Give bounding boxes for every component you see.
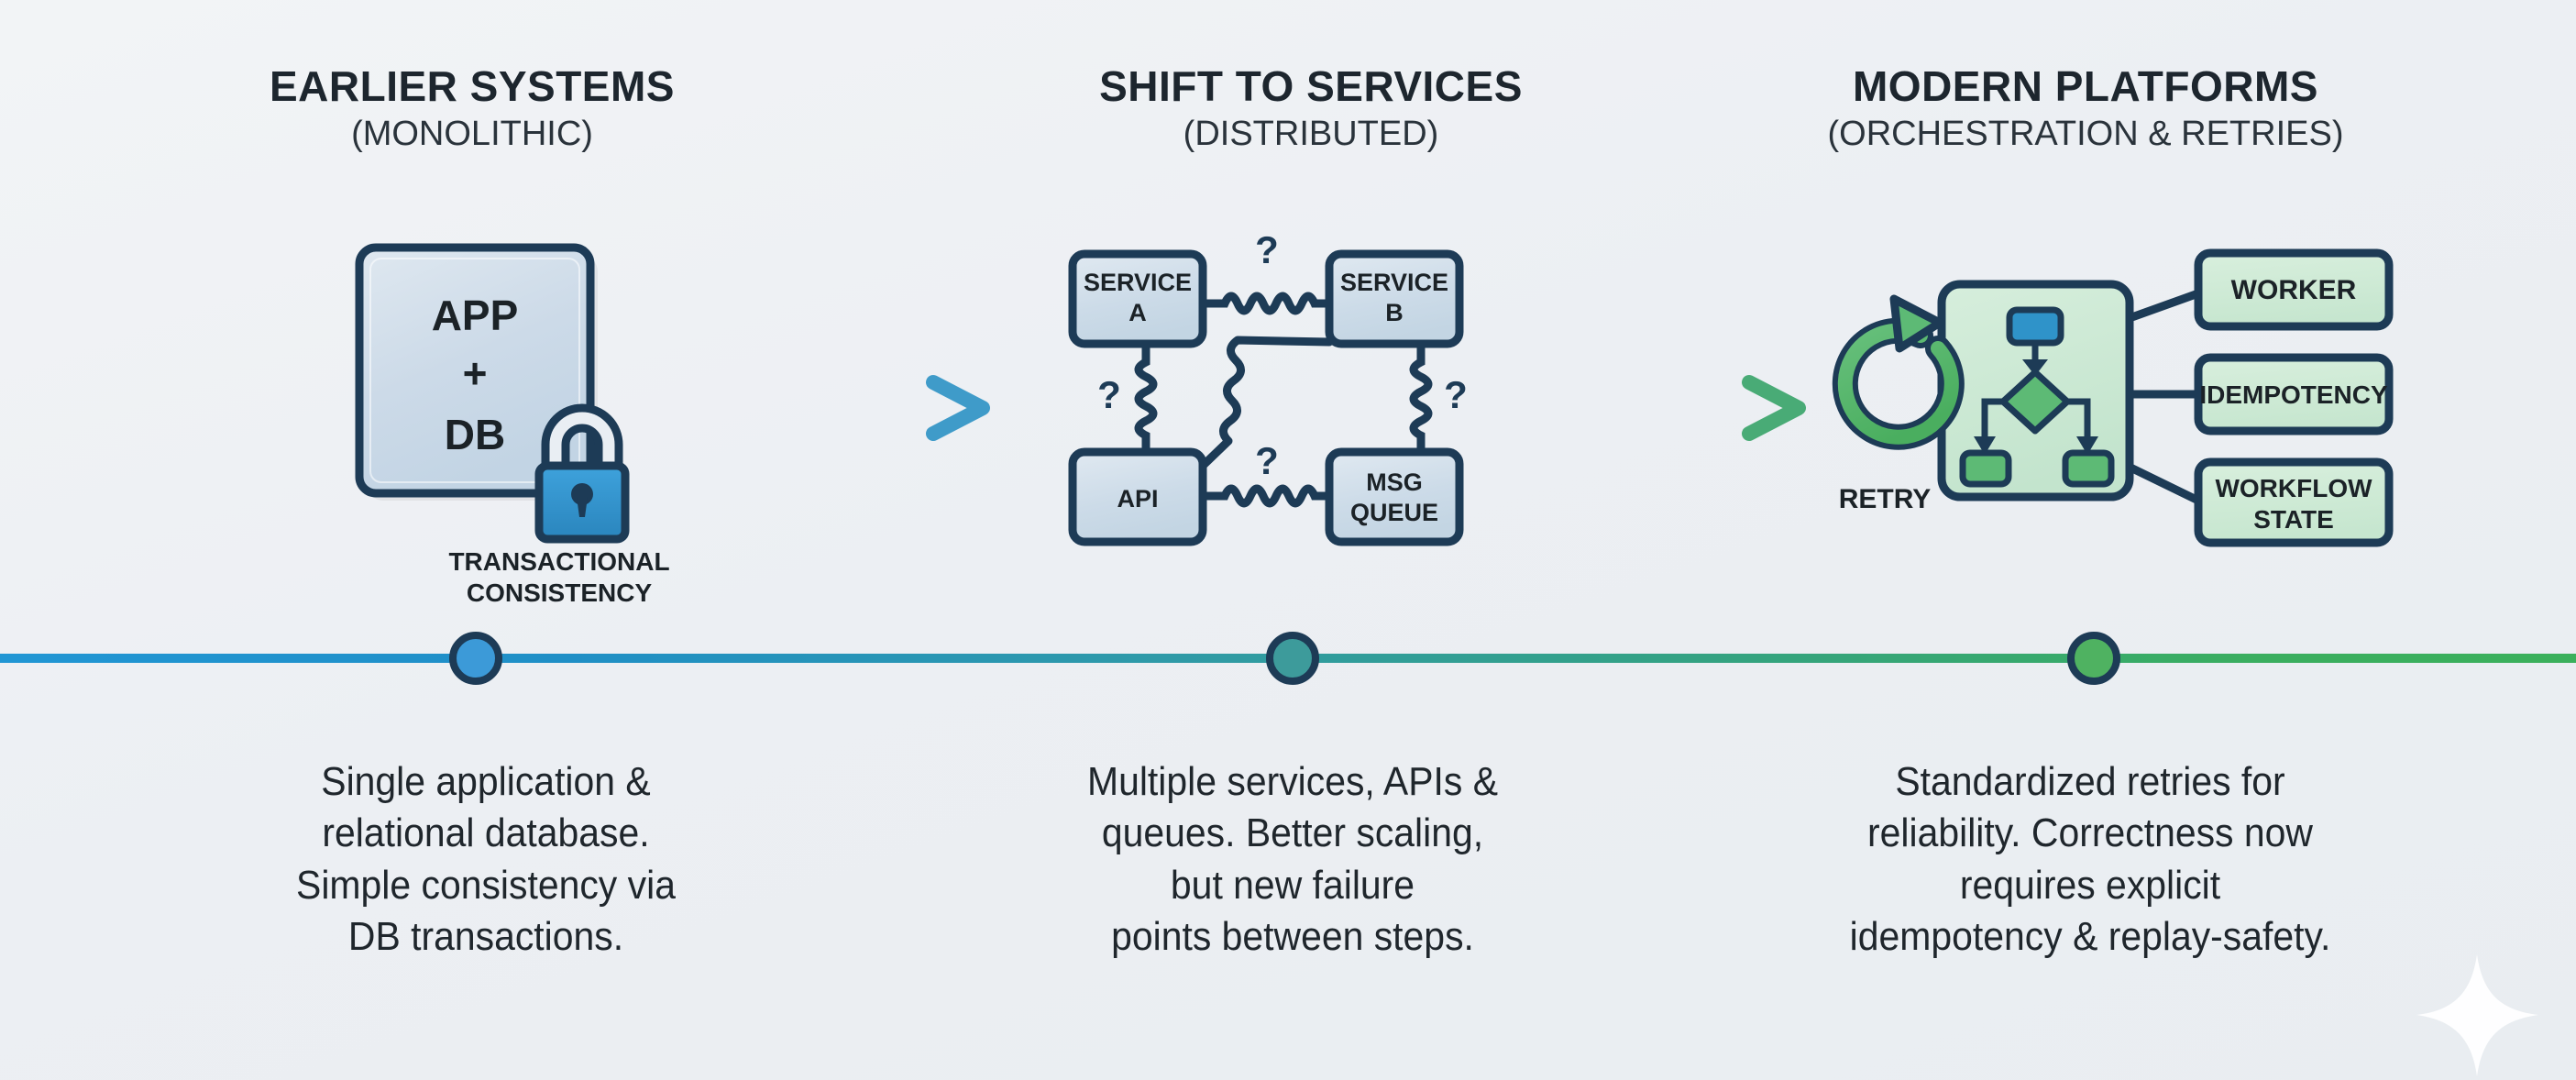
side-box-label-line-1: IDEMPOTENCY — [2199, 380, 2388, 409]
side-box-workflow-state: WORKFLOW STATE — [2194, 457, 2394, 547]
column-header-earlier-systems: EARLIER SYSTEMS (MONOLITHIC) — [0, 64, 944, 156]
caption-line: reliability. Correctness now — [1867, 810, 2313, 856]
question-mark-a-api: ? — [1097, 373, 1121, 416]
node-label-line-2: B — [1385, 299, 1404, 326]
transition-arrow-2 — [1577, 371, 1824, 445]
lock-icon — [534, 403, 630, 544]
monolith-box — [355, 243, 595, 498]
caption-shift-to-services: Multiple services, APIs & queues. Better… — [995, 756, 1591, 963]
caption-line: Simple consistency via — [296, 862, 676, 908]
timeline-node-earlier-systems[interactable] — [449, 632, 502, 685]
question-mark-ab: ? — [1255, 228, 1279, 271]
node-api: API — [1068, 447, 1207, 546]
diagram-monolith: APP + DB TRANSACTIONAL CONSISTENCY — [303, 229, 743, 614]
retry-circular-arrow-icon — [1832, 294, 1965, 450]
lock-caption-line-2: CONSISTENCY — [467, 579, 653, 607]
side-box-idempotency: IDEMPOTENCY — [2194, 353, 2394, 435]
caption-line: idempotency & replay-safety. — [1849, 913, 2331, 959]
side-box-label-line-1: WORKER — [2231, 275, 2357, 305]
caption-earlier-systems: Single application & relational database… — [188, 756, 785, 963]
caption-line: requires explicit — [1959, 862, 2221, 908]
diagram-orchestration: RETRY WORKER IDEMPOTENCY WORKFLOW STATE — [1824, 237, 2402, 557]
caption-modern-platforms: Standardized retries for reliability. Co… — [1775, 756, 2405, 963]
caption-line: Multiple services, APIs & — [1086, 759, 1498, 804]
node-msg-queue: MSG QUEUE — [1325, 447, 1464, 546]
header-subtitle: (ORCHESTRATION & RETRIES) — [1827, 115, 2344, 154]
monolith-label-plus: + — [463, 349, 488, 397]
side-box-worker: WORKER — [2194, 248, 2394, 331]
header-subtitle: (MONOLITHIC) — [351, 115, 593, 154]
caption-line: points between steps. — [1111, 913, 1474, 959]
node-service-b: SERVICE B — [1325, 249, 1464, 348]
diagram-distributed: SERVICE A SERVICE B API MSG QUEUE ? ? ? … — [1054, 228, 1513, 555]
header-title: SHIFT TO SERVICES — [1099, 62, 1523, 110]
column-header-modern-platforms: MODERN PLATFORMS (ORCHESTRATION & RETRIE… — [1595, 64, 2576, 156]
caption-line: Standardized retries for — [1895, 759, 2285, 804]
caption-line: queues. Better scaling, — [1101, 810, 1484, 856]
node-label-line-1: SERVICE — [1084, 269, 1192, 296]
lock-caption-line-1: TRANSACTIONAL — [448, 547, 669, 576]
flow-leaf-node-left — [1959, 449, 2012, 488]
node-label-line-2: A — [1128, 299, 1147, 326]
timeline-node-shift-to-services[interactable] — [1266, 632, 1319, 685]
transition-arrow-1 — [761, 371, 1008, 445]
flow-decision-node — [1999, 369, 2071, 435]
monolith-label-app: APP — [432, 292, 519, 339]
node-label-line-1: SERVICE — [1340, 269, 1448, 296]
node-label-line-1: MSG — [1366, 468, 1423, 496]
question-mark-api-mq: ? — [1255, 439, 1279, 482]
side-box-label-line-1: WORKFLOW — [2215, 474, 2372, 502]
retry-label: RETRY — [1839, 484, 1932, 514]
column-header-shift-to-services: SHIFT TO SERVICES (DISTRIBUTED) — [816, 64, 1806, 156]
timeline-node-modern-platforms[interactable] — [2067, 632, 2120, 685]
caption-line: DB transactions. — [347, 913, 624, 959]
flow-leaf-node-right — [2062, 449, 2115, 488]
side-box-label-line-2: STATE — [2253, 505, 2334, 534]
node-service-a: SERVICE A — [1068, 249, 1207, 348]
caption-line: Single application & — [321, 759, 651, 804]
monolith-label-db: DB — [445, 411, 505, 458]
sparkle-icon — [2411, 949, 2544, 1080]
caption-line: but new failure — [1170, 862, 1415, 908]
node-label-line-2: QUEUE — [1350, 499, 1438, 526]
node-label-line-1: API — [1117, 485, 1158, 512]
header-subtitle: (DISTRIBUTED) — [1183, 115, 1439, 154]
header-title: MODERN PLATFORMS — [1852, 62, 2318, 110]
caption-line: relational database. — [322, 810, 650, 856]
question-mark-b-mq: ? — [1444, 373, 1468, 416]
flow-start-node — [2006, 306, 2064, 347]
header-title: EARLIER SYSTEMS — [269, 62, 675, 110]
